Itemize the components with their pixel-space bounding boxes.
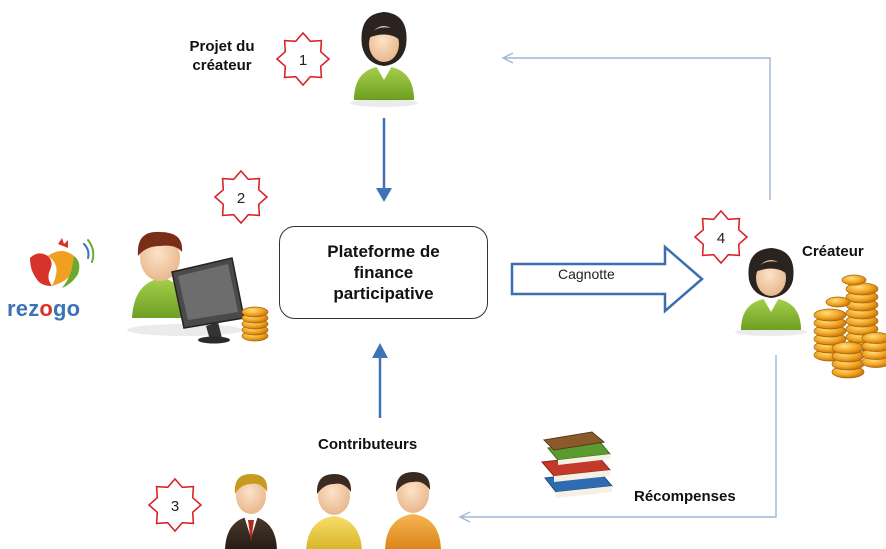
label-createur: Créateur xyxy=(802,243,864,260)
creator-person-icon xyxy=(350,12,418,107)
contributor-orange-icon xyxy=(385,472,441,549)
coins-stack-small-icon xyxy=(241,306,269,342)
contributor-yellow-icon xyxy=(306,474,362,549)
label-projet-createur: Projet du créateur xyxy=(189,38,255,74)
cagnotte-arrow xyxy=(510,244,704,314)
step-star-icon-3 xyxy=(147,477,203,533)
step-number-1: 1 xyxy=(299,52,307,69)
operator-computer-icon xyxy=(127,231,245,344)
books-stack-icon xyxy=(541,431,613,498)
platform-box: Plateforme de finance participative xyxy=(279,226,488,319)
step-number-4: 4 xyxy=(717,230,725,247)
logo-text-part-3: go xyxy=(53,296,81,321)
arrow-up-icon xyxy=(372,343,388,418)
logo-text-part-1: rez xyxy=(7,296,40,321)
feedback-line-top xyxy=(501,52,771,200)
cagnotte-label: Cagnotte xyxy=(558,266,615,282)
logo-text-part-2: o xyxy=(39,296,54,321)
step-number-2: 2 xyxy=(237,190,245,207)
step-star-icon-1 xyxy=(275,31,331,87)
step-star-icon-2 xyxy=(213,169,269,225)
step-number-3: 3 xyxy=(171,498,179,515)
beneficiary-person-icon xyxy=(735,248,807,336)
rezogo-rooster-logo-icon xyxy=(30,238,95,288)
contributor-suit-icon xyxy=(225,474,277,549)
label-recompenses: Récompenses xyxy=(634,488,736,505)
rezogo-logo: rezogo xyxy=(7,296,80,322)
feedback-line-bottom xyxy=(458,355,777,523)
step-star-icon-4 xyxy=(693,209,749,265)
arrow-down-icon xyxy=(376,118,392,202)
label-contributeurs: Contributeurs xyxy=(318,436,418,453)
coins-pile-icon xyxy=(813,274,886,379)
